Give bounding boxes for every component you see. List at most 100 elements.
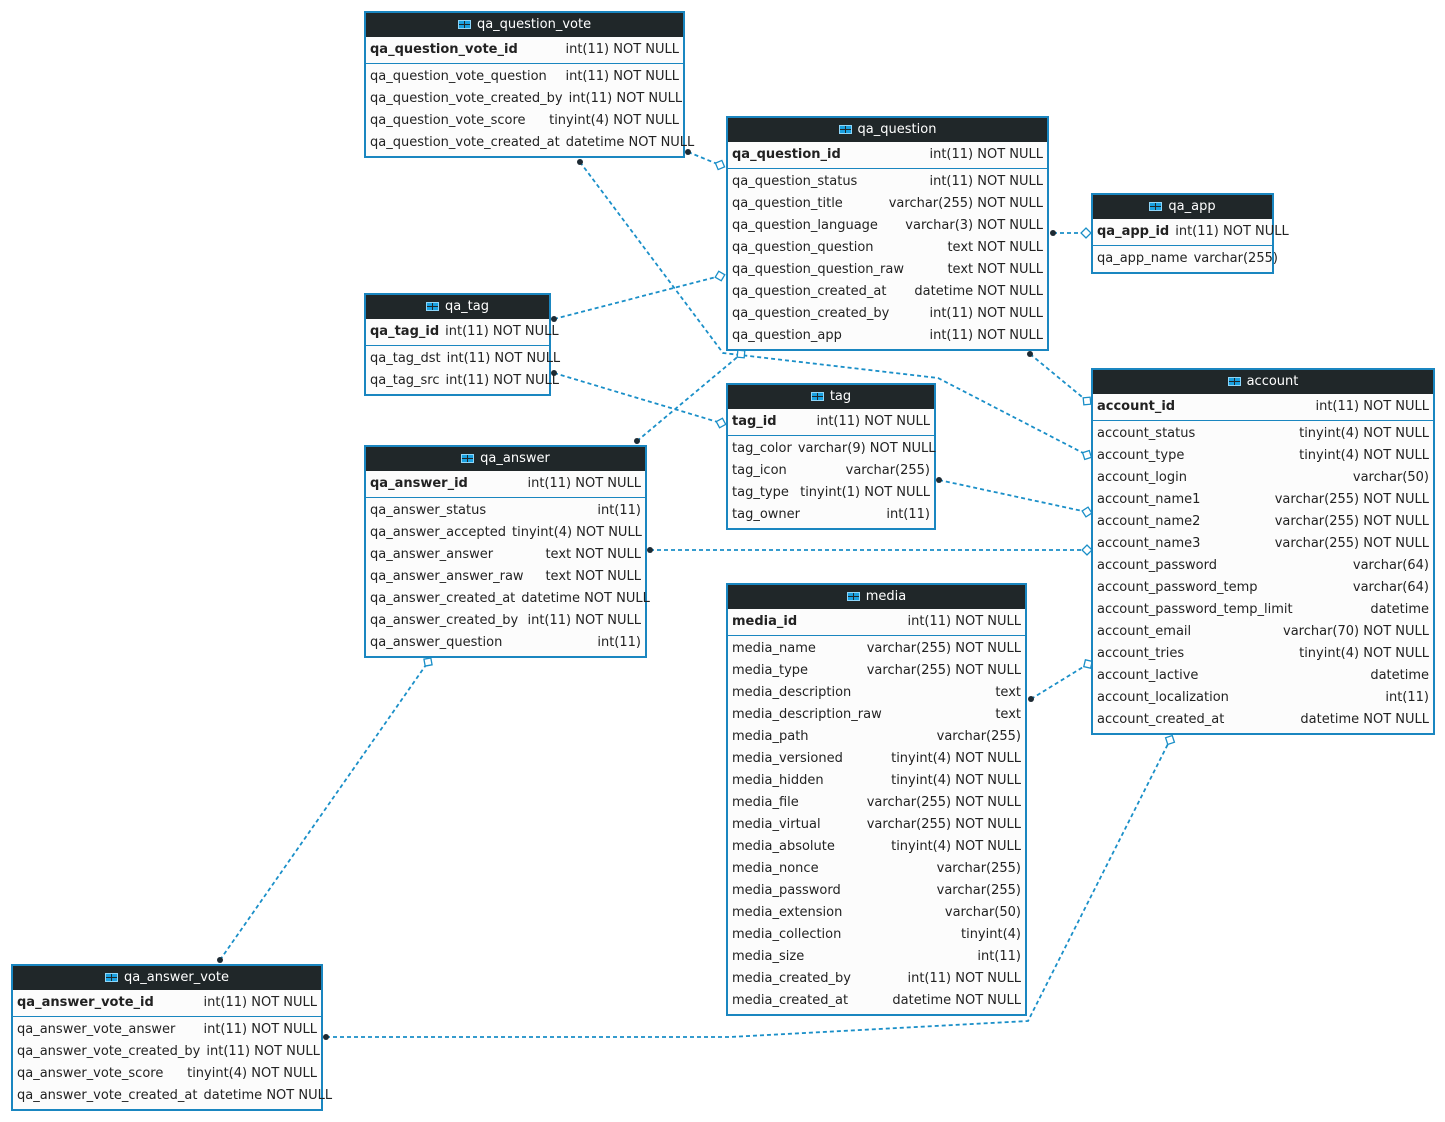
table-header[interactable]: qa_tag — [366, 295, 549, 319]
column-name: qa_question_app — [732, 328, 842, 343]
table-header[interactable]: qa_question_vote — [366, 13, 683, 37]
table-header[interactable]: qa_question — [728, 118, 1047, 142]
column-type: datetime NOT NULL — [565, 135, 695, 150]
relation-source-dot — [1028, 696, 1034, 702]
column-name: media_absolute — [732, 839, 835, 854]
column-type: datetime — [1370, 668, 1429, 683]
column-type: int(11) NOT NULL — [565, 69, 679, 84]
column-name: qa_question_question — [732, 240, 874, 255]
table-header[interactable]: media — [728, 585, 1025, 609]
column-name: qa_answer_vote_score — [17, 1066, 164, 1081]
table-header[interactable]: tag — [728, 385, 934, 409]
column-name: media_created_at — [732, 993, 849, 1008]
column-name: account_created_at — [1097, 712, 1225, 727]
table-header[interactable]: qa_answer_vote — [13, 966, 321, 990]
table-header[interactable]: account — [1093, 370, 1433, 394]
table-header[interactable]: qa_answer — [366, 447, 645, 471]
table-header[interactable]: qa_app — [1093, 195, 1272, 219]
table-icon — [105, 973, 119, 982]
